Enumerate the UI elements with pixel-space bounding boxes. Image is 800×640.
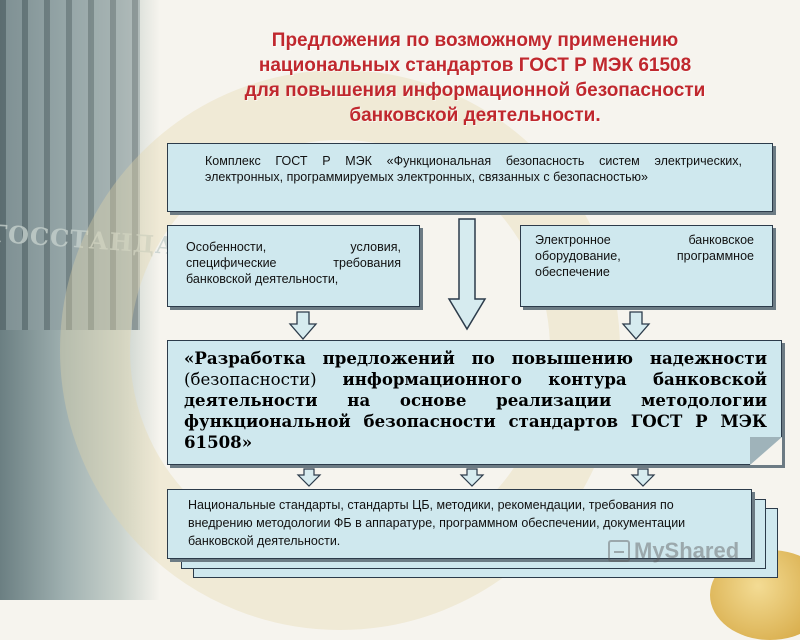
right-down-arrow-icon xyxy=(621,311,651,341)
development-proposal-box: «Разработка предложений по повышению над… xyxy=(167,340,782,465)
center-text-part-2: (безопасности) xyxy=(184,370,317,389)
bottom-middle-arrow-icon xyxy=(459,468,485,488)
central-down-arrow-icon xyxy=(447,217,487,332)
gost-complex-box: Комплекс ГОСТ Р МЭК «Функциональная безо… xyxy=(167,143,773,212)
watermark-text: MyShared xyxy=(634,538,739,564)
left-down-arrow-icon xyxy=(288,311,318,341)
banking-specifics-box: Особенности, условия, специфические треб… xyxy=(167,225,420,307)
title-line-2: национальных стандартов ГОСТ Р МЭК 61508 xyxy=(195,53,755,78)
title-line-1: Предложения по возможному применению xyxy=(195,28,755,53)
watermark: MyShared xyxy=(608,538,739,564)
page-fold-corner xyxy=(750,437,782,465)
banking-equipment-box: Электронное банковское оборудование, про… xyxy=(520,225,773,307)
title-line-4: банковской деятельности. xyxy=(195,103,755,128)
watermark-logo-icon xyxy=(608,540,630,562)
bottom-left-arrow-icon xyxy=(296,468,322,488)
center-text-part-1: «Разработка предложений по повышению над… xyxy=(184,348,767,368)
slide-title: Предложения по возможному применению нац… xyxy=(195,28,755,128)
title-line-3: для повышения информационной безопасност… xyxy=(195,78,755,103)
bottom-right-arrow-icon xyxy=(630,468,656,488)
